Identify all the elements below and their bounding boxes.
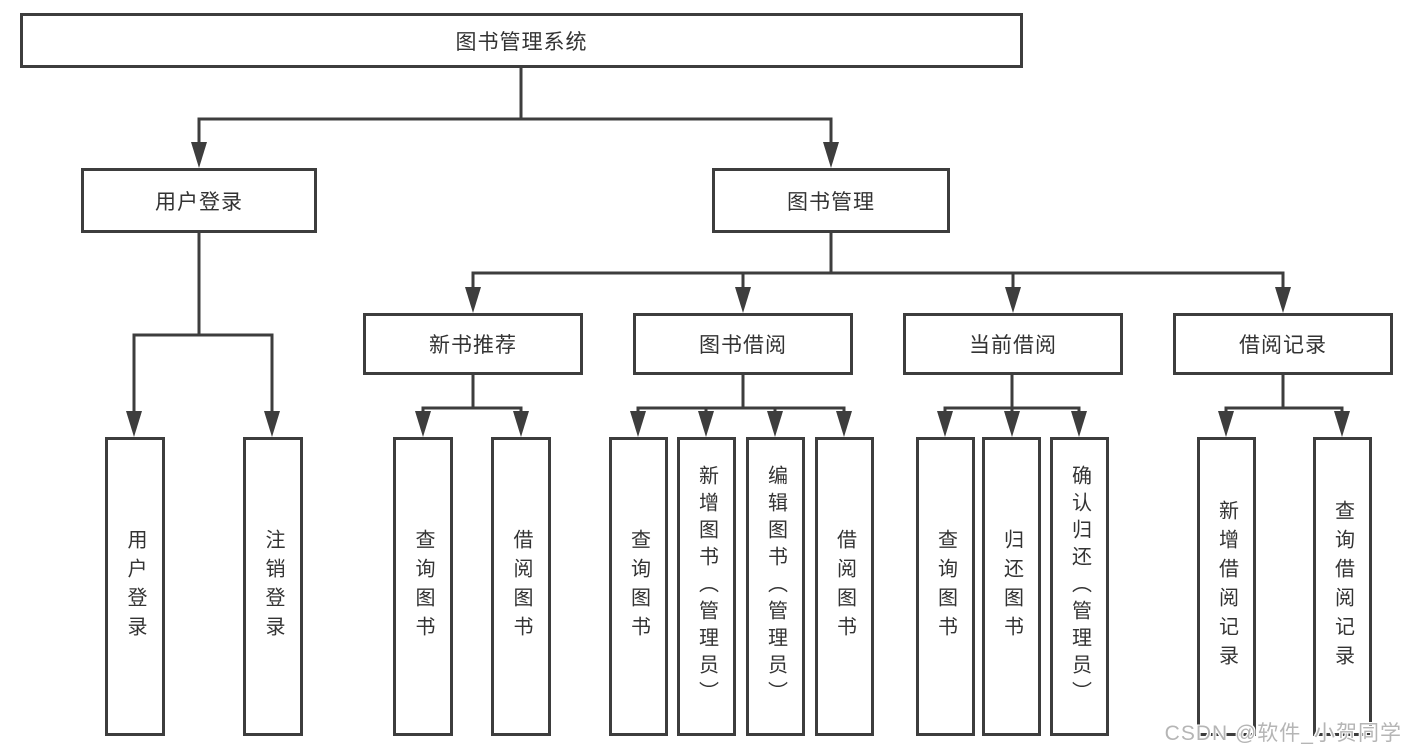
node-library-management-system: 图书管理系统: [20, 13, 1023, 68]
node-label: 借阅记录: [1239, 334, 1327, 357]
node-label: 图书借阅: [699, 334, 787, 357]
node-label: 用户登录: [155, 190, 243, 214]
leaf-label: 注销登录: [262, 528, 284, 645]
leaf-query-book-recommend: 查询图书: [393, 437, 453, 736]
leaf-label: 查询图书: [934, 528, 957, 645]
leaf-add-book-admin: 新增图书（管理员）: [677, 437, 736, 736]
node-label: 当前借阅: [969, 334, 1057, 357]
node-user-login: 用户登录: [81, 168, 317, 233]
node-label: 图书管理系统: [455, 30, 588, 54]
leaf-label: 查询图书: [627, 528, 650, 645]
leaf-label: 新增图书（管理员）: [695, 465, 718, 708]
leaf-label: 确认归还（管理员）: [1068, 465, 1091, 708]
leaf-label: 查询借阅记录: [1331, 499, 1354, 674]
csdn-watermark: CSDN @软件_小贺同学: [1164, 722, 1402, 745]
leaf-label: 新增借阅记录: [1215, 499, 1238, 674]
leaf-user-login: 用户登录: [105, 437, 165, 736]
node-borrow-records: 借阅记录: [1173, 313, 1393, 375]
node-label: 图书管理: [787, 190, 875, 214]
node-current-borrow: 当前借阅: [903, 313, 1123, 375]
leaf-label: 编辑图书（管理员）: [764, 465, 787, 708]
leaf-query-book-current: 查询图书: [916, 437, 975, 736]
leaf-label: 归还图书: [1000, 528, 1023, 645]
leaf-label: 借阅图书: [833, 528, 856, 645]
leaf-return-book: 归还图书: [982, 437, 1041, 736]
node-book-borrow: 图书借阅: [633, 313, 853, 375]
leaf-label: 查询图书: [412, 528, 434, 645]
leaf-add-borrow-record: 新增借阅记录: [1197, 437, 1256, 736]
leaf-borrow-book-recommend: 借阅图书: [491, 437, 551, 736]
node-label: 新书推荐: [429, 334, 517, 357]
node-book-management: 图书管理: [712, 168, 950, 233]
leaf-edit-book-admin: 编辑图书（管理员）: [746, 437, 805, 736]
node-new-book-recommend: 新书推荐: [363, 313, 583, 375]
leaf-borrow-book: 借阅图书: [815, 437, 874, 736]
leaf-confirm-return-admin: 确认归还（管理员）: [1050, 437, 1109, 736]
leaf-query-borrow-record: 查询借阅记录: [1313, 437, 1372, 736]
leaf-label: 借阅图书: [510, 528, 532, 645]
leaf-label: 用户登录: [124, 528, 146, 645]
leaf-logout: 注销登录: [243, 437, 303, 736]
leaf-query-book-borrow: 查询图书: [609, 437, 668, 736]
